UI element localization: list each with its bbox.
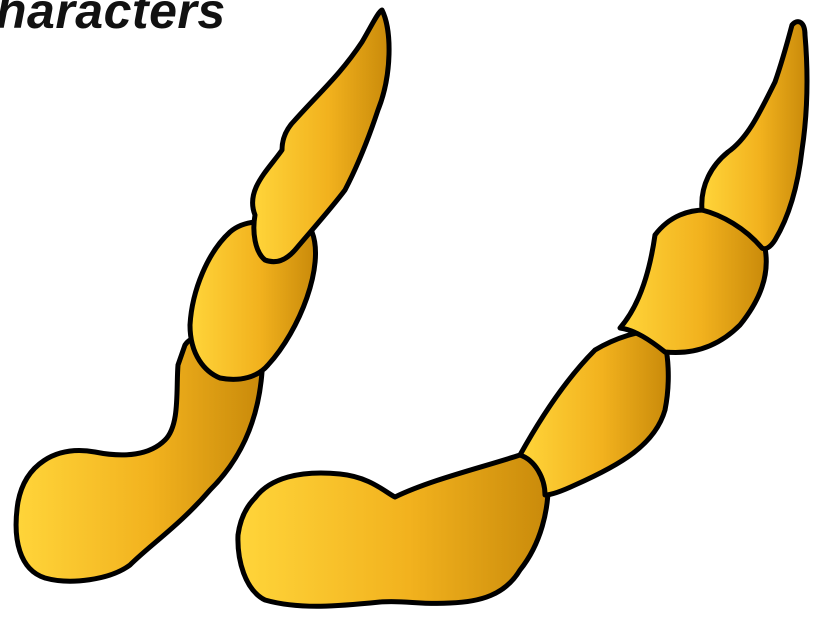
right-lower-middle-segment [520,330,668,495]
right-base-segment [238,454,548,606]
left-upper-segment [253,10,390,262]
right-tip-segment [702,22,807,249]
